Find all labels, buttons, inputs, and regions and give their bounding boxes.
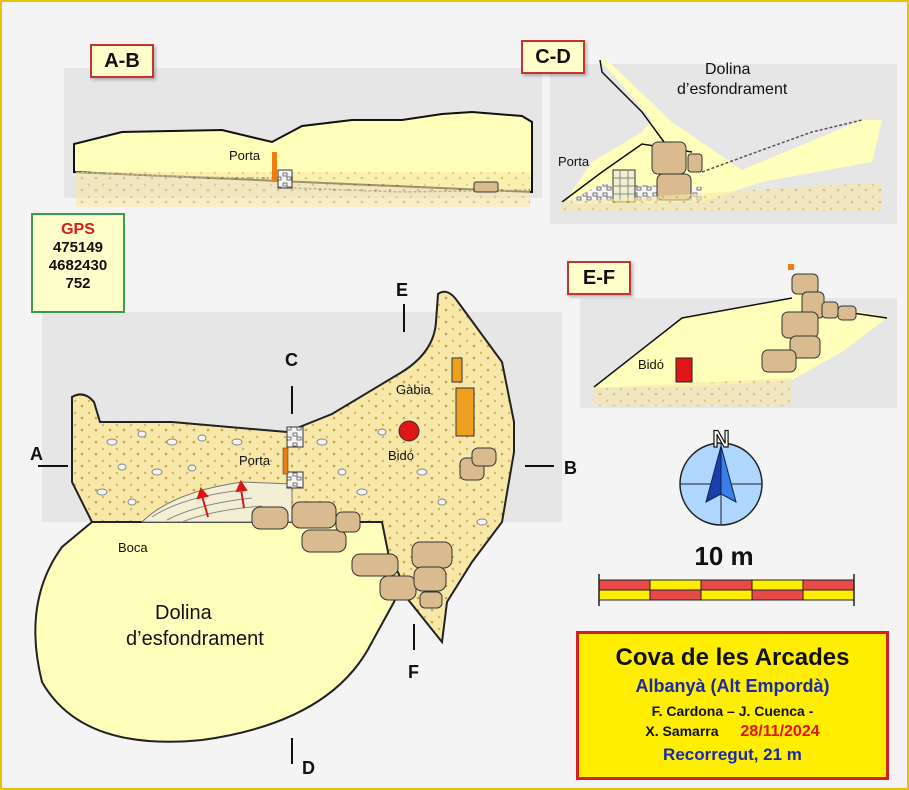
cage-marker-small: [451, 357, 463, 383]
marker-c: C: [285, 350, 298, 370]
title-block: Cova de les Arcades Albanyà (Alt Empordà…: [576, 631, 889, 780]
plan-view: [34, 290, 554, 764]
authors-line-2: X. Samarra 28/11/2024: [579, 723, 886, 741]
section-title-ab: A-B: [90, 44, 154, 78]
label-dolina-plan-2: d’esfondrament: [126, 628, 264, 650]
marker-b: B: [564, 458, 577, 478]
label-boca: Boca: [118, 540, 148, 555]
cage-marker: [455, 387, 475, 437]
cave-location: Albanyà (Alt Empordà): [635, 676, 830, 696]
marker-d: D: [302, 758, 315, 778]
gps-title: GPS: [61, 221, 95, 238]
gps-altitude: 752: [65, 275, 91, 292]
label-porta-plan: Porta: [239, 453, 271, 468]
label-bido-ef: Bidó: [638, 357, 664, 372]
marker-f: F: [408, 662, 419, 682]
marker-a: A: [30, 444, 43, 464]
gps-easting: 475149: [52, 239, 104, 256]
label-gabia: Gàbia: [396, 382, 431, 397]
cave-name: Cova de les Arcades: [615, 644, 850, 671]
section-ef: [593, 264, 888, 406]
north-arrow: [679, 442, 763, 526]
survey-date: 28/11/2024: [740, 723, 820, 740]
label-porta-ab: Porta: [229, 148, 261, 163]
label-dolina-plan-1: Dolina: [155, 602, 213, 624]
section-cd: [561, 59, 882, 212]
section-title-cd: C-D: [521, 40, 585, 74]
section-title-ef: E-F: [567, 261, 631, 295]
gps-box: GPS 475149 4682430 752: [31, 213, 125, 313]
label-dolina-cd-2: d’esfondrament: [677, 81, 788, 98]
compass-north-label: N: [712, 426, 729, 453]
label-bido-plan: Bidó: [388, 448, 414, 463]
cave-length: Recorregut, 21 m: [663, 745, 802, 764]
scale-bar: [598, 574, 855, 606]
door-marker: [282, 447, 289, 475]
marker-e: E: [396, 280, 408, 300]
label-dolina-cd-1: Dolina: [705, 61, 750, 78]
drum-marker: [398, 420, 420, 442]
scale-label: 10 m: [694, 541, 753, 571]
authors-line-1: F. Cardona – J. Cuenca -: [651, 703, 814, 719]
authors-line-2-text: X. Samarra: [645, 723, 719, 739]
label-porta-cd: Porta: [558, 154, 590, 169]
section-ab: [73, 110, 533, 207]
gps-northing: 4682430: [48, 257, 108, 274]
